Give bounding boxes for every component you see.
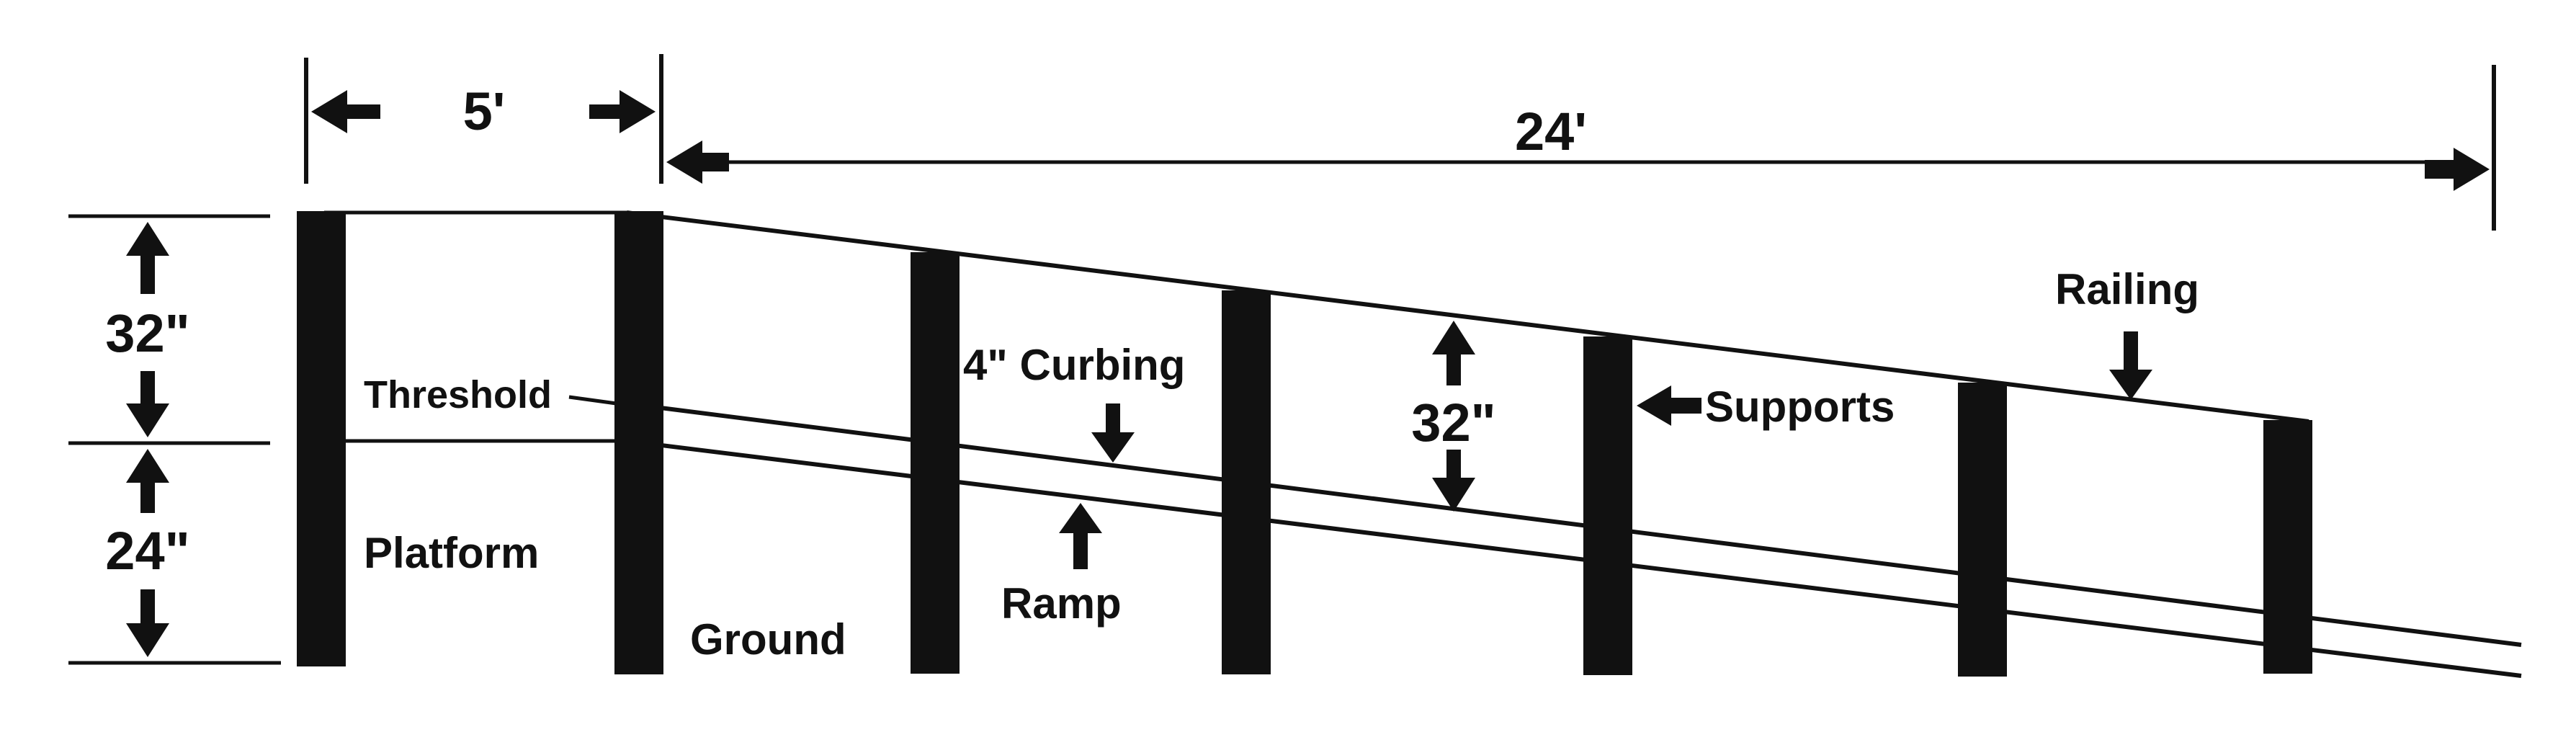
supports-label: Supports (1705, 383, 1895, 431)
arrow-right-icon (2425, 148, 2490, 191)
arrow-right-icon (589, 90, 656, 133)
support-post (297, 211, 346, 666)
support-post (911, 252, 960, 674)
curbing-label: 4" Curbing (963, 341, 1185, 389)
arrow-left-icon (1637, 385, 1701, 426)
arrow-up-icon (1432, 321, 1475, 385)
dimension-platform-width: 5' (304, 54, 663, 184)
arrow-up-icon (1059, 503, 1102, 569)
platform-label: Platform (364, 529, 539, 577)
threshold-label: Threshold (364, 373, 552, 416)
posts (297, 211, 2312, 677)
platform (324, 210, 627, 443)
support-post (1222, 290, 1271, 674)
ramp-label: Ramp (1001, 579, 1122, 628)
support-post (1583, 336, 1632, 675)
dimension-railing-height-center: 32" (1411, 321, 1496, 512)
ground-label: Ground (690, 615, 846, 664)
platform-width-label: 5' (463, 81, 506, 141)
arrow-left-icon (311, 90, 380, 133)
platform-height-label: 24" (105, 521, 189, 581)
arrow-up-icon (126, 449, 169, 513)
railing-label: Railing (2055, 265, 2199, 313)
arrow-down-icon (2109, 331, 2152, 400)
arrow-down-icon (126, 589, 169, 657)
railing-line (626, 210, 2309, 424)
arrow-down-icon (126, 371, 169, 437)
railing-height-center-label: 32" (1411, 393, 1495, 452)
ramp-assembly (568, 210, 2522, 678)
arrow-down-icon (1091, 403, 1135, 463)
arrow-down-icon (1432, 450, 1475, 512)
dimension-ramp-length: 24' (666, 65, 2496, 231)
arrow-left-icon (666, 140, 729, 184)
dimension-heights-left: 32" 24" (68, 214, 281, 665)
arrow-up-icon (126, 222, 169, 294)
railing-height-left-label: 32" (105, 303, 189, 363)
support-post (614, 211, 663, 674)
ramp-length-label: 24' (1515, 102, 1587, 161)
support-post (1958, 383, 2007, 677)
support-post (2263, 420, 2312, 674)
